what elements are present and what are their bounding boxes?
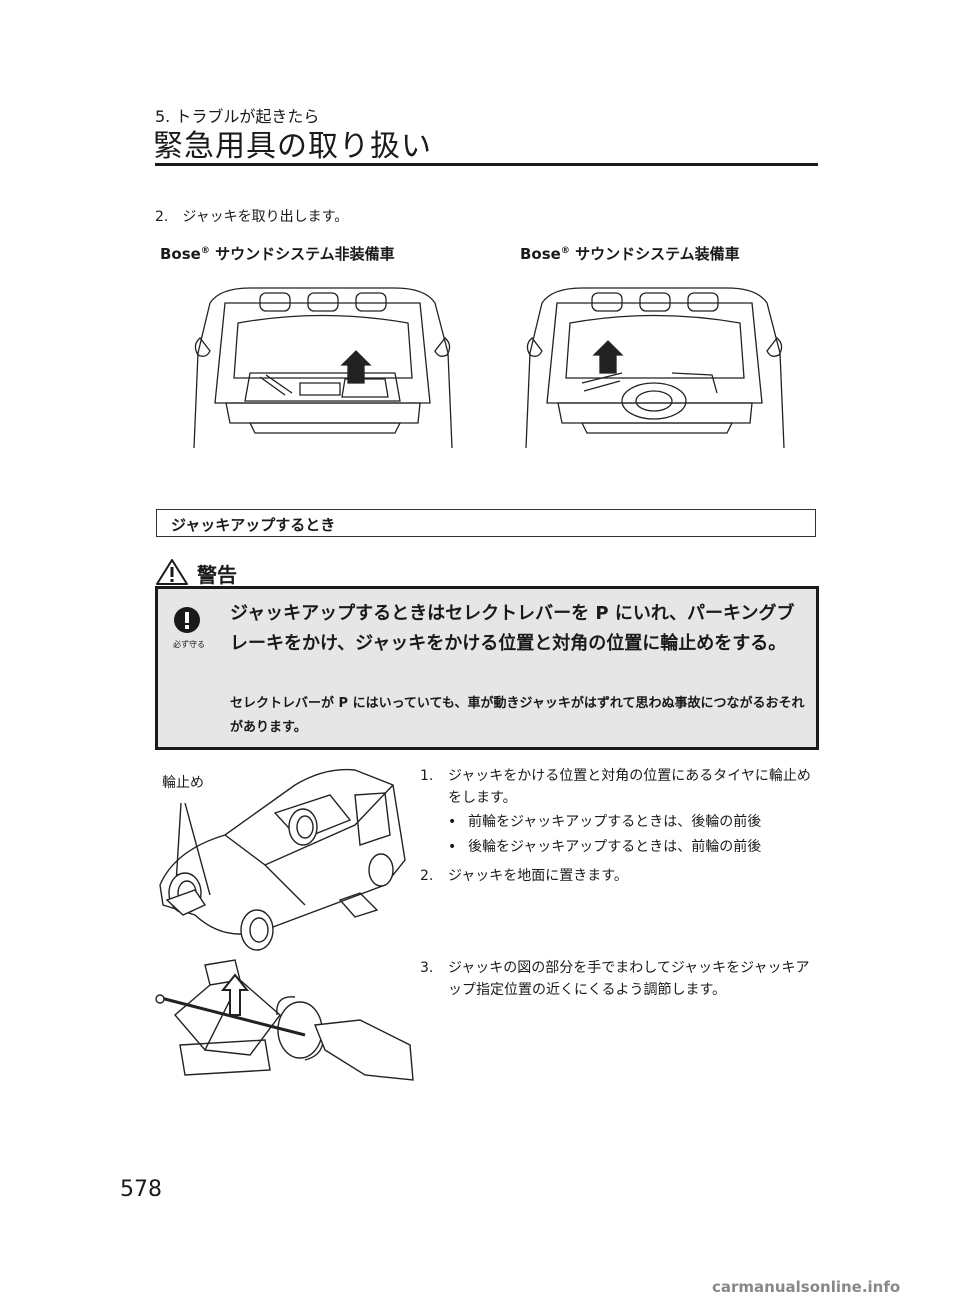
warning-triangle-icon	[156, 559, 188, 585]
step-text: ジャッキを地面に置きます。	[448, 868, 628, 884]
warning-box: 必ず守る ジャッキアップするときはセレクトレバーを P にいれ、パーキングブレー…	[155, 586, 819, 750]
caption-text: サウンドシステム装備車	[569, 245, 740, 263]
page-number: 578	[120, 1177, 162, 1202]
bullet-text: 前輪をジャッキアップするときは、後輪の前後	[468, 814, 762, 830]
registered-mark: ®	[200, 246, 210, 256]
mandatory-action-label: 必ず守る	[173, 640, 205, 649]
warning-main-text: ジャッキアップするときはセレクトレバーを P にいれ、パーキングブレーキをかけ、…	[230, 603, 795, 654]
warning-sub-text: セレクトレバーが P にはいっていても、車が動きジャッキがはずれて思わぬ事故につ…	[230, 696, 805, 735]
caption-with-bose: Bose® サウンドシステム装備車	[520, 243, 740, 264]
vehicle-wheel-chock-illustration	[159, 768, 406, 951]
bullet-dot: •	[448, 814, 457, 830]
step-text: ジャッキの図の部分を手でまわしてジャッキをジャッキアップ指定位置の近くにくるよう…	[448, 960, 810, 998]
cargo-area-illustration-bose	[525, 287, 785, 449]
caption-brand: Bose	[520, 245, 561, 263]
step-text: ジャッキをかける位置と対角の位置にあるタイヤに輪止めをします。	[448, 768, 811, 806]
caption-without-bose: Bose® サウンドシステム非装備車	[160, 243, 395, 264]
mandatory-action-icon	[174, 607, 200, 633]
cargo-area-illustration-standard	[193, 287, 453, 449]
step-2-extract-jack: 2. ジャッキを取り出します。	[155, 209, 349, 225]
title-rule	[155, 163, 818, 166]
page-title: 緊急用具の取り扱い	[153, 129, 432, 164]
section-title: ジャッキアップするとき	[171, 516, 336, 534]
watermark: carmanualsonline.info	[712, 1278, 901, 1296]
bullet-dot: •	[448, 839, 457, 855]
step-number: 2.	[420, 868, 434, 884]
warning-heading: 警告	[155, 558, 237, 588]
warning-title: 警告	[197, 563, 237, 587]
registered-mark: ®	[560, 246, 570, 256]
chapter-heading: 5. トラブルが起きたら	[155, 107, 320, 126]
caption-text: サウンドシステム非装備車	[209, 245, 395, 263]
section-header-jacking-up: ジャッキアップするとき	[156, 509, 816, 537]
step-number: 1.	[420, 768, 434, 784]
wheel-chock-label: 輪止め	[162, 775, 204, 791]
caption-brand: Bose	[160, 245, 201, 263]
step-number: 3.	[420, 960, 434, 976]
jack-adjustment-illustration	[155, 959, 414, 1081]
bullet-text: 後輪をジャッキアップするときは、前輪の前後	[468, 839, 762, 855]
